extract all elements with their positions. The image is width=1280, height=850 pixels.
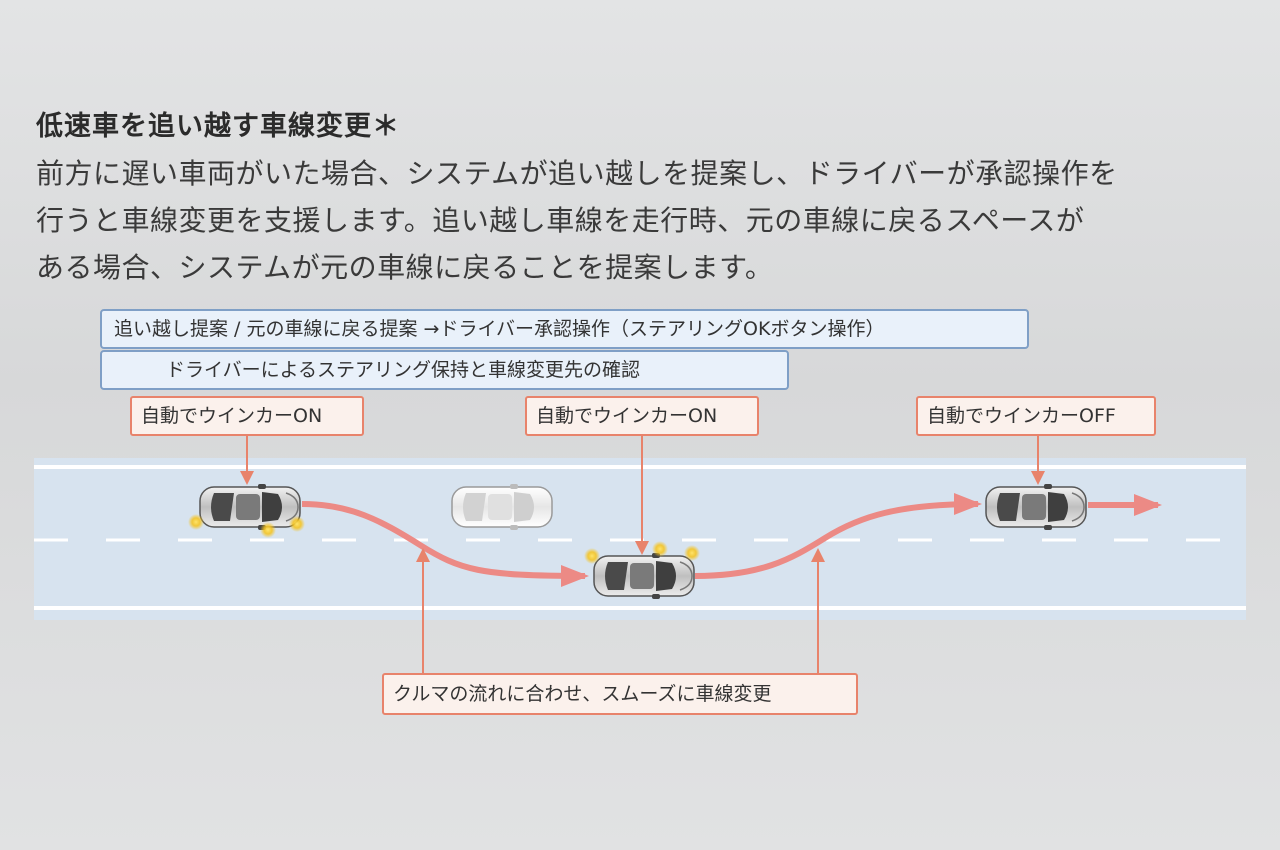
ego-car-overtaking	[593, 552, 695, 600]
ego-car-start	[199, 483, 301, 531]
ego-car-returned	[985, 483, 1087, 531]
description-line-2: 行うと車線変更を支援します。追い越し車線を走行時、元の車線に戻るスペースが	[36, 204, 1085, 237]
overtake-path-arrow	[301, 501, 589, 587]
section-title: 低速車を追い越す車線変更＊	[36, 111, 400, 142]
callout-smooth-lane-change: クルマの流れに合わせ、スムーズに車線変更	[382, 673, 858, 715]
confirm-phase-box: ドライバーによるステアリング保持と車線変更先の確認	[100, 350, 789, 390]
blinker-lights-2	[584, 541, 700, 564]
callout-blinker-on-1: 自動でウインカーON	[130, 396, 364, 436]
description-line-3: ある場合、システムが元の車線に戻ることを提案します。	[36, 251, 774, 284]
return-path-arrow	[694, 493, 982, 579]
proposal-phase-box: 追い越し提案 / 元の車線に戻る提案 →ドライバー承認操作（ステアリングOKボタ…	[100, 309, 1029, 349]
blinker-lights-1	[188, 514, 305, 538]
description-line-1: 前方に遅い車両がいた場合、システムが追い越しを提案し、ドライバーが承認操作を	[36, 157, 1118, 190]
callout-blinker-on-2: 自動でウインカーON	[525, 396, 759, 436]
slow-vehicle	[451, 483, 553, 531]
callout-blinker-off: 自動でウインカーOFF	[916, 396, 1156, 436]
